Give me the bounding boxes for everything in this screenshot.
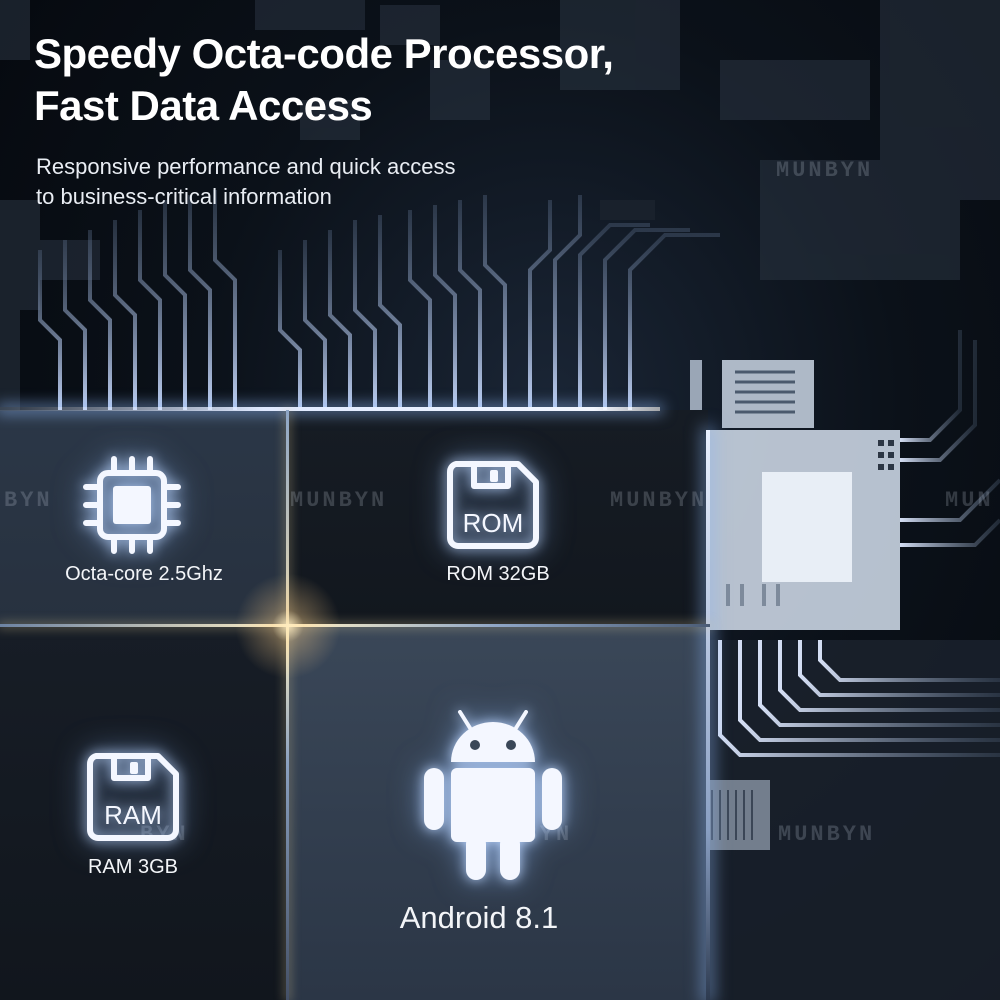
headline-line-1: Speedy Octa-code Processor, [34, 30, 614, 77]
subtitle-line-1: Responsive performance and quick access [36, 154, 456, 179]
cpu-chip-icon [82, 455, 182, 555]
feature-tile-rom [288, 410, 708, 626]
watermark: MUNBYN [290, 488, 388, 513]
subtitle-line-2: to business-critical information [36, 184, 332, 209]
ram-storage-icon: RAM [86, 752, 182, 842]
page-title: Speedy Octa-code Processor, Fast Data Ac… [34, 28, 734, 132]
android-icon [418, 706, 568, 886]
light-flare [226, 564, 350, 688]
watermark: MUN [945, 488, 994, 513]
tile-divider-vertical [286, 410, 289, 1000]
watermark: MUNBYN [776, 158, 874, 183]
android-label: Android 8.1 [399, 900, 559, 935]
tile-glow-edge-top [0, 407, 660, 411]
rom-label: ROM 32GB [446, 563, 550, 585]
ram-label: RAM 3GB [87, 856, 179, 878]
headline-line-2: Fast Data Access [34, 82, 373, 129]
watermark: MUNBYN [778, 822, 876, 847]
watermark: BYN [4, 488, 53, 513]
watermark: MUNBYN [610, 488, 708, 513]
ram-icon-text: RAM [104, 800, 162, 830]
tile-divider-horizontal [0, 624, 710, 627]
feature-tile-ram [0, 626, 288, 1000]
tile-glow-edge-right [706, 430, 710, 1000]
rom-icon-text: ROM [463, 508, 524, 538]
cpu-label: Octa-core 2.5Ghz [65, 563, 223, 585]
rom-storage-icon: ROM [446, 460, 542, 550]
subtitle: Responsive performance and quick access … [36, 152, 596, 212]
